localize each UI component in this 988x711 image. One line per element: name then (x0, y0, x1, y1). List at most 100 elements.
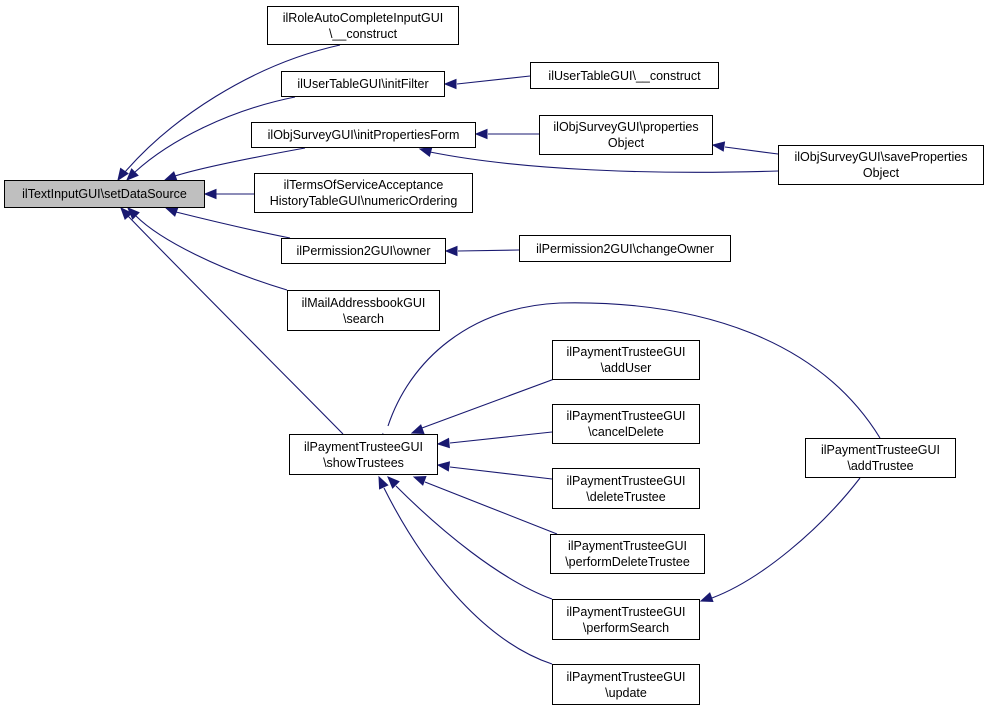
edge-line (124, 44, 341, 173)
edge-update-to-showTrustees (378, 475, 553, 665)
edge-line (134, 96, 296, 173)
node-label-line: ilPaymentTrusteeGUI (303, 439, 424, 454)
edge-deleteTrustee-to-showTrustees (436, 461, 553, 480)
edge-performDelete-to-showTrustees (412, 476, 558, 535)
arrowhead-icon (164, 207, 179, 217)
node-payment-trustee-update[interactable]: ilPaymentTrusteeGUI\update (552, 664, 700, 705)
edge-addTrustee-to-performSearch (699, 477, 861, 602)
node-label-line: \addUser (600, 361, 652, 375)
node-label-line: \performSearch (582, 620, 670, 635)
node-label-line: ilPermission2GUI\owner (296, 244, 431, 258)
edge-line (449, 466, 553, 480)
arrowhead-icon (443, 78, 457, 90)
edge-line (711, 477, 861, 599)
arrowhead-icon (699, 592, 714, 602)
arrowhead-icon (410, 424, 425, 434)
edge-line (383, 487, 553, 665)
edge-line (174, 147, 306, 177)
edge-cancelDelete-to-showTrustees (436, 431, 553, 449)
node-label-line: Object (607, 136, 645, 150)
arrowhead-icon (120, 207, 133, 221)
edge-line (456, 75, 531, 85)
node-label-line: Object (862, 166, 900, 180)
arrowhead-icon (436, 437, 450, 449)
edge-terms-to-root (203, 188, 254, 200)
edge-changeOwner-to-permOwner (444, 245, 520, 257)
node-label-line: ilTermsOfServiceAcceptance (283, 178, 444, 192)
node-label-line: \addTrustee (847, 459, 914, 473)
edge-permOwner-to-root (164, 207, 291, 239)
edge-propsObject-to-objInitProps (474, 128, 539, 140)
edge-userConstruct-to-userInitFilter (443, 75, 531, 90)
node-label-line: ilPaymentTrusteeGUI (566, 409, 686, 423)
edge-addUser-to-showTrustees (410, 377, 558, 434)
node-mail-addressbook-search[interactable]: ilMailAddressbookGUI\search (287, 290, 440, 331)
node-label-line: \update (605, 685, 647, 700)
arrowhead-icon (436, 461, 451, 472)
arrowhead-icon (378, 475, 389, 490)
node-label-line: ilObjSurveyGUI\initPropertiesForm (267, 128, 460, 142)
node-label-line: ilPaymentTrusteeGUI (566, 473, 686, 488)
edge-saveProps-to-propsObject (711, 141, 779, 155)
node-label-line: ilPaymentTrusteeGUI (566, 604, 686, 619)
arrowhead-icon (418, 146, 433, 158)
node-label-line: ilObjSurveyGUI\properties (553, 120, 699, 134)
node-payment-trustee-show-trustees[interactable]: ilPaymentTrusteeGUI\showTrustees (289, 434, 438, 475)
edge-line (429, 151, 779, 173)
node-label-line: ilRoleAutoCompleteInputGUI (282, 10, 444, 25)
node-label-line: ilMailAddressbookGUI (301, 295, 426, 310)
node-label-line: ilPaymentTrusteeGUI (567, 539, 688, 553)
node-payment-trustee-cancel-delete[interactable]: ilPaymentTrusteeGUI \cancelDelete (552, 404, 700, 444)
node-label-line: ilPaymentTrusteeGUI (820, 443, 941, 457)
node-user-table-construct[interactable]: ilUserTableGUI\__construct (530, 62, 719, 89)
edge-line (127, 215, 344, 435)
node-label-line: ilTextInputGUI\setDataSource (22, 187, 187, 201)
edge-line (421, 377, 558, 429)
edge-line (457, 249, 520, 252)
arrowhead-icon (474, 128, 488, 140)
node-obj-survey-init-properties-form[interactable]: ilObjSurveyGUI\initPropertiesForm (251, 122, 476, 148)
arrowhead-icon (387, 476, 400, 489)
node-label-line: \__construct (328, 26, 398, 41)
node-label-line: ilUserTableGUI\initFilter (297, 77, 429, 91)
node-payment-trustee-perform-delete-trustee[interactable]: ilPaymentTrusteeGUI \performDeleteTrustee (550, 534, 705, 574)
edge-saveProps-to-objInitProps (418, 146, 779, 173)
edge-line (724, 146, 779, 155)
node-root[interactable]: ilTextInputGUI\setDataSource (4, 180, 205, 208)
edge-performSearch-to-showTrustees (387, 476, 553, 600)
arrowhead-icon (711, 141, 726, 152)
edge-line (395, 485, 553, 600)
edge-line (424, 481, 558, 535)
arrowhead-icon (126, 168, 139, 181)
node-label-line: ilUserTableGUI\__construct (548, 68, 701, 83)
node-payment-trustee-delete-trustee[interactable]: ilPaymentTrusteeGUI\deleteTrustee (552, 468, 700, 509)
node-label-line: ilObjSurveyGUI\saveProperties (794, 150, 968, 164)
node-permission2-change-owner[interactable]: ilPermission2GUI\changeOwner (519, 235, 731, 262)
arrowhead-icon (444, 245, 458, 257)
node-label-line: ilPaymentTrusteeGUI (566, 345, 686, 359)
node-label-line: ilPaymentTrusteeGUI (566, 669, 686, 684)
node-label-line: \search (343, 311, 384, 326)
node-payment-trustee-add-user[interactable]: ilPaymentTrusteeGUI \addUser (552, 340, 700, 380)
arrowhead-icon (412, 476, 427, 486)
node-role-auto-construct[interactable]: ilRoleAutoCompleteInputGUI\__construct (267, 6, 459, 45)
node-user-table-init-filter[interactable]: ilUserTableGUI\initFilter (281, 71, 445, 97)
edge-mailSearch-to-root (127, 207, 288, 291)
edge-line (449, 431, 553, 444)
node-label-line: ilPermission2GUI\changeOwner (536, 241, 714, 256)
node-label-line: \deleteTrustee (586, 489, 666, 504)
arrowhead-icon (117, 167, 129, 182)
edge-line (387, 302, 881, 439)
node-label-line: \performDeleteTrustee (565, 555, 690, 569)
node-label-line: HistoryTableGUI\numericOrdering (269, 194, 458, 208)
node-payment-trustee-perform-search[interactable]: ilPaymentTrusteeGUI\performSearch (552, 599, 700, 640)
node-payment-trustee-add-trustee[interactable]: ilPaymentTrusteeGUI \addTrustee (805, 438, 956, 478)
edge-line (135, 215, 288, 291)
edge-roleAuto-to-root (117, 44, 341, 182)
node-permission2-owner[interactable]: ilPermission2GUI\owner (281, 238, 446, 264)
node-label-line: \cancelDelete (588, 425, 664, 439)
